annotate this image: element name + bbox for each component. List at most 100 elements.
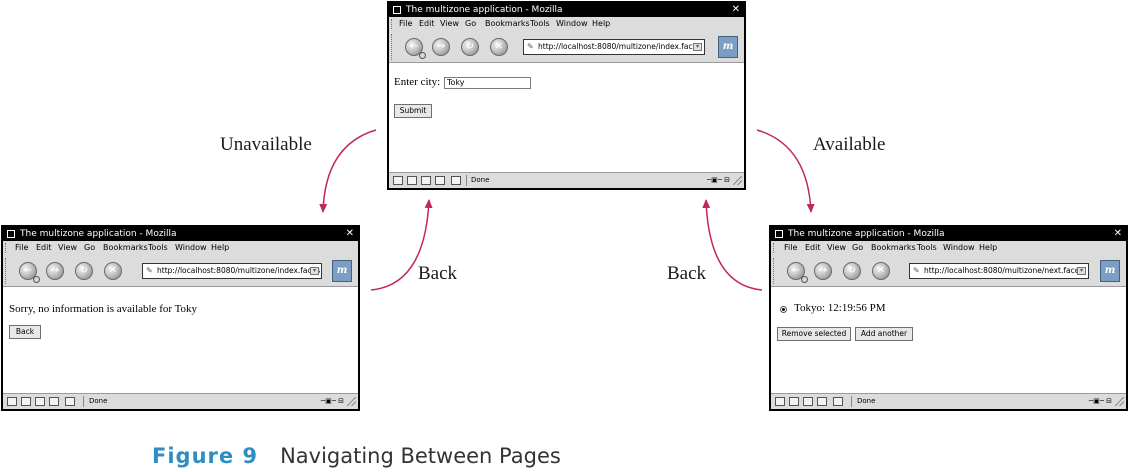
window-menu-icon[interactable] (393, 6, 401, 14)
chat-icon[interactable] (833, 397, 843, 406)
address-text: http://localhost:8080/multizone/index.fa… (538, 42, 702, 51)
menu-bookmarks[interactable]: Bookmarks (103, 243, 148, 252)
menu-bar: File Edit View Go Bookmarks Tools Window… (389, 17, 744, 31)
window-menu-icon[interactable] (775, 230, 783, 238)
page-icon: ✎ (913, 266, 920, 275)
city-input[interactable]: Toky (444, 77, 531, 89)
menu-view[interactable]: View (827, 243, 846, 252)
window-title: The multizone application - Mozilla (20, 229, 177, 239)
menu-view[interactable]: View (440, 19, 459, 28)
menu-bookmarks[interactable]: Bookmarks (871, 243, 916, 252)
close-icon[interactable]: ✕ (345, 228, 354, 239)
figure-title: Navigating Between Pages (280, 444, 561, 468)
reload-icon[interactable]: ↻ (461, 38, 479, 56)
reload-icon[interactable]: ↻ (843, 262, 861, 280)
browser-window-left: The multizone application - Mozilla ✕ Fi… (1, 225, 360, 411)
composer-icon[interactable] (803, 397, 813, 406)
navigation-toolbar: ← → ↻ ✕ ✎ http://localhost:8080/multizon… (389, 31, 744, 63)
mozilla-logo-icon[interactable]: m (1100, 260, 1120, 282)
mail-icon[interactable] (407, 176, 417, 185)
address-bar[interactable]: ✎ http://localhost:8080/multizone/index.… (142, 263, 322, 279)
composer-icon[interactable] (35, 397, 45, 406)
tokyo-radio[interactable] (780, 306, 787, 313)
back-button[interactable]: Back (9, 325, 41, 339)
stop-icon[interactable]: ✕ (104, 262, 122, 280)
toolbar-grip[interactable] (773, 258, 776, 284)
navigator-icon[interactable] (7, 397, 17, 406)
menu-file[interactable]: File (15, 243, 29, 252)
stop-icon[interactable]: ✕ (490, 38, 508, 56)
stop-icon[interactable]: ✕ (872, 262, 890, 280)
back-icon[interactable]: ← (19, 262, 40, 283)
address-book-icon[interactable] (435, 176, 445, 185)
submit-button[interactable]: Submit (394, 104, 432, 118)
menu-window[interactable]: Window (556, 19, 588, 28)
tokyo-time-label: Tokyo: 12:19:56 PM (794, 302, 886, 314)
menu-window[interactable]: Window (175, 243, 207, 252)
address-book-icon[interactable] (817, 397, 827, 406)
menu-edit[interactable]: Edit (805, 243, 821, 252)
mail-icon[interactable] (789, 397, 799, 406)
mozilla-logo-icon[interactable]: m (718, 36, 738, 58)
mozilla-logo-icon[interactable]: m (332, 260, 352, 282)
forward-icon[interactable]: → (46, 262, 64, 280)
window-menu-icon[interactable] (7, 230, 15, 238)
status-divider (83, 396, 84, 407)
resize-grip[interactable] (1115, 397, 1124, 406)
forward-icon[interactable]: → (814, 262, 832, 280)
menubar-grip[interactable] (773, 243, 776, 253)
close-icon[interactable]: ✕ (731, 4, 740, 15)
menu-help[interactable]: Help (211, 243, 230, 252)
navigation-toolbar: ← → ↻ ✕ ✎ http://localhost:8080/multizon… (3, 255, 358, 287)
back-icon[interactable]: ← (787, 262, 808, 283)
page-content: Sorry, no information is available for T… (3, 288, 358, 393)
chat-icon[interactable] (65, 397, 75, 406)
address-bar[interactable]: ✎ http://localhost:8080/multizone/index.… (523, 39, 705, 55)
navigator-icon[interactable] (775, 397, 785, 406)
menu-edit[interactable]: Edit (36, 243, 52, 252)
browser-window-right: The multizone application - Mozilla ✕ Fi… (769, 225, 1128, 411)
composer-icon[interactable] (421, 176, 431, 185)
menu-view[interactable]: View (58, 243, 77, 252)
chevron-down-icon[interactable]: ▾ (693, 43, 702, 51)
menu-help[interactable]: Help (979, 243, 998, 252)
menu-file[interactable]: File (784, 243, 798, 252)
add-another-button[interactable]: Add another (855, 327, 913, 341)
address-bar[interactable]: ✎ http://localhost:8080/multizone/next.f… (909, 263, 1089, 279)
menu-go[interactable]: Go (852, 243, 864, 252)
resize-grip[interactable] (347, 397, 356, 406)
back-icon[interactable]: ← (405, 38, 426, 59)
window-title: The multizone application - Mozilla (788, 229, 945, 239)
toolbar-grip[interactable] (391, 34, 394, 60)
menu-go[interactable]: Go (465, 19, 477, 28)
status-bar: Done ─▣─ ⊟ (389, 172, 744, 188)
reload-icon[interactable]: ↻ (75, 262, 93, 280)
remove-selected-button[interactable]: Remove selected (777, 327, 851, 341)
page-content: Enter city: Toky Submit (389, 64, 744, 172)
status-text: Done (857, 397, 876, 405)
menu-edit[interactable]: Edit (419, 19, 435, 28)
menu-tools[interactable]: Tools (530, 19, 550, 28)
navigator-icon[interactable] (393, 176, 403, 185)
mail-icon[interactable] (21, 397, 31, 406)
resize-grip[interactable] (733, 176, 742, 185)
chevron-down-icon[interactable]: ▾ (310, 267, 319, 275)
menu-file[interactable]: File (399, 19, 413, 28)
menu-tools[interactable]: Tools (148, 243, 168, 252)
menu-bar: File Edit View Go Bookmarks Tools Window… (771, 241, 1126, 255)
menu-go[interactable]: Go (84, 243, 96, 252)
menubar-grip[interactable] (5, 243, 8, 253)
status-divider (466, 175, 467, 186)
forward-icon[interactable]: → (432, 38, 450, 56)
chevron-down-icon[interactable]: ▾ (1077, 267, 1086, 275)
menu-help[interactable]: Help (592, 19, 611, 28)
address-book-icon[interactable] (49, 397, 59, 406)
close-icon[interactable]: ✕ (1113, 228, 1122, 239)
menu-tools[interactable]: Tools (917, 243, 937, 252)
menu-bookmarks[interactable]: Bookmarks (485, 19, 530, 28)
toolbar-grip[interactable] (5, 258, 8, 284)
menubar-grip[interactable] (391, 19, 394, 29)
status-text: Done (89, 397, 108, 405)
menu-window[interactable]: Window (943, 243, 975, 252)
chat-icon[interactable] (451, 176, 461, 185)
